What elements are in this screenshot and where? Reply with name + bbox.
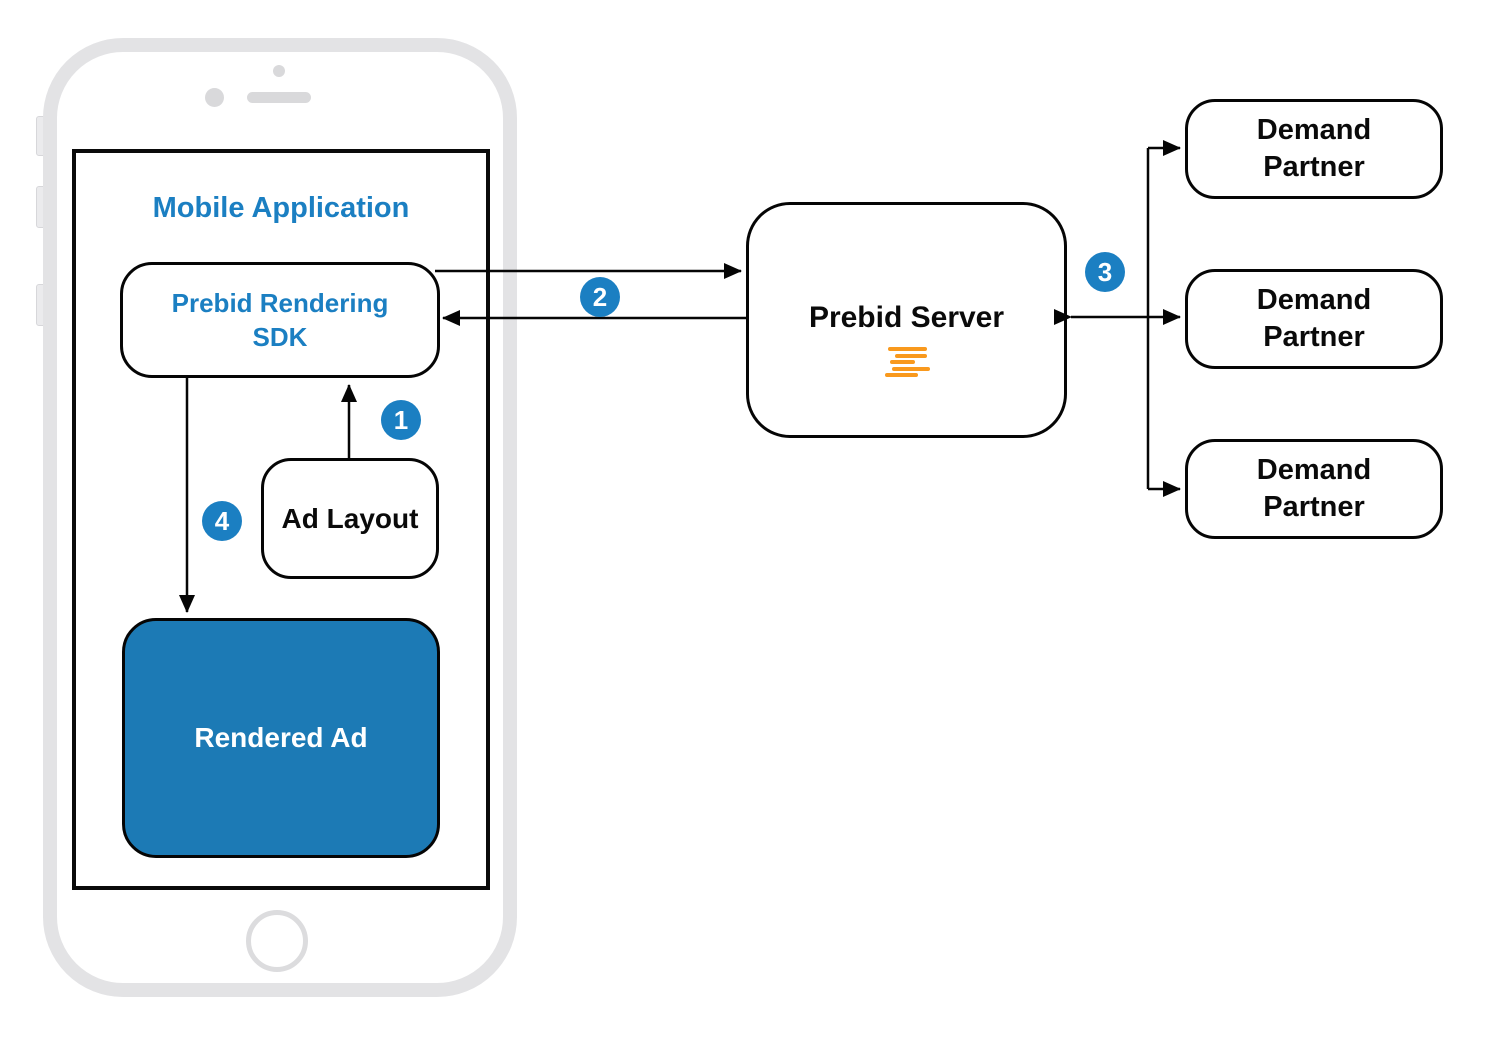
step-badge-3: 3 [1085, 252, 1125, 292]
step-badge-4: 4 [202, 501, 242, 541]
step-badge-1: 1 [381, 400, 421, 440]
demand-partner-box-2: Demand Partner [1185, 269, 1443, 369]
prebid-logo-icon [884, 345, 932, 378]
mobile-application-title: Mobile Application [152, 192, 410, 224]
front-camera-icon [273, 65, 285, 77]
prebid-rendering-sdk-label: Prebid Rendering SDK [171, 288, 389, 352]
demand-partner-box-1: Demand Partner [1185, 99, 1443, 199]
demand-partner-label: Demand Partner [1256, 284, 1372, 353]
earpiece-speaker-icon [247, 92, 311, 103]
ad-layout-box: Ad Layout [261, 458, 439, 579]
prebid-rendering-sdk-box: Prebid Rendering SDK [120, 262, 440, 378]
step-badge-2: 2 [580, 277, 620, 317]
ad-layout-label: Ad Layout [281, 502, 419, 534]
demand-partner-label: Demand Partner [1256, 114, 1372, 183]
prebid-server-box: Prebid Server [746, 202, 1067, 438]
demand-partner-label: Demand Partner [1256, 454, 1372, 523]
home-button-icon [246, 910, 308, 972]
sensor-dot-icon [205, 88, 224, 107]
demand-partner-box-3: Demand Partner [1185, 439, 1443, 539]
rendered-ad-box: Rendered Ad [122, 618, 440, 858]
prebid-server-label: Prebid Server [808, 301, 1005, 334]
rendered-ad-label: Rendered Ad [194, 722, 368, 753]
